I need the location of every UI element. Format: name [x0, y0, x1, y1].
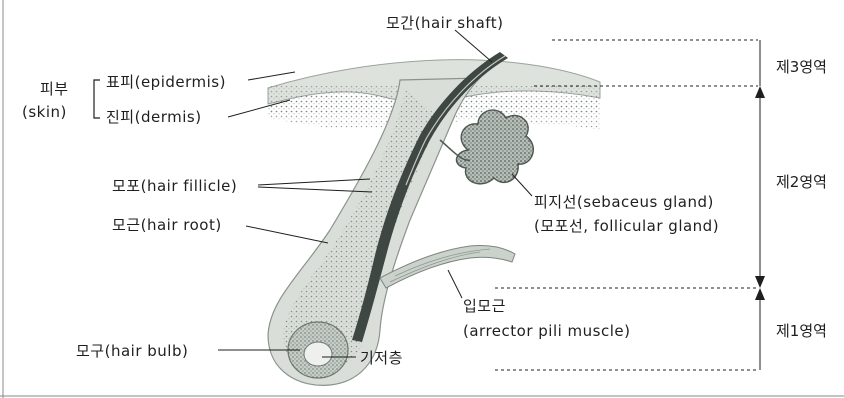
sebaceous-gland-label: 피지선(sebaceus gland)	[534, 193, 714, 211]
skin-label-en: (skin)	[22, 103, 67, 121]
arrector-pili-label: 입모근	[463, 297, 506, 315]
zone-1-label: 제1영역	[776, 322, 827, 340]
zone-3-label: 제3영역	[776, 58, 827, 76]
dermal-papilla	[304, 342, 332, 366]
hair-bulb-label: 모구(hair bulb)	[76, 342, 188, 360]
skin-label: 피부	[40, 80, 69, 98]
arrector-pili-label-en: (arrector pili muscle)	[463, 322, 630, 340]
follicular-gland-label: (모포선, follicular gland)	[534, 217, 719, 235]
basal-layer-label: 기저층	[360, 349, 403, 367]
zone-2-label: 제2영역	[776, 173, 827, 191]
epidermis-label: 표피(epidermis)	[106, 73, 226, 91]
hair-root-label: 모근(hair root)	[112, 216, 222, 234]
hair-follicle-label: 모포(hair fillicle)	[112, 177, 237, 195]
hair-shaft-label: 모간(hair shaft)	[386, 14, 504, 32]
dermis-label: 진피(dermis)	[106, 108, 202, 126]
arrector-pili-muscle	[380, 245, 515, 288]
